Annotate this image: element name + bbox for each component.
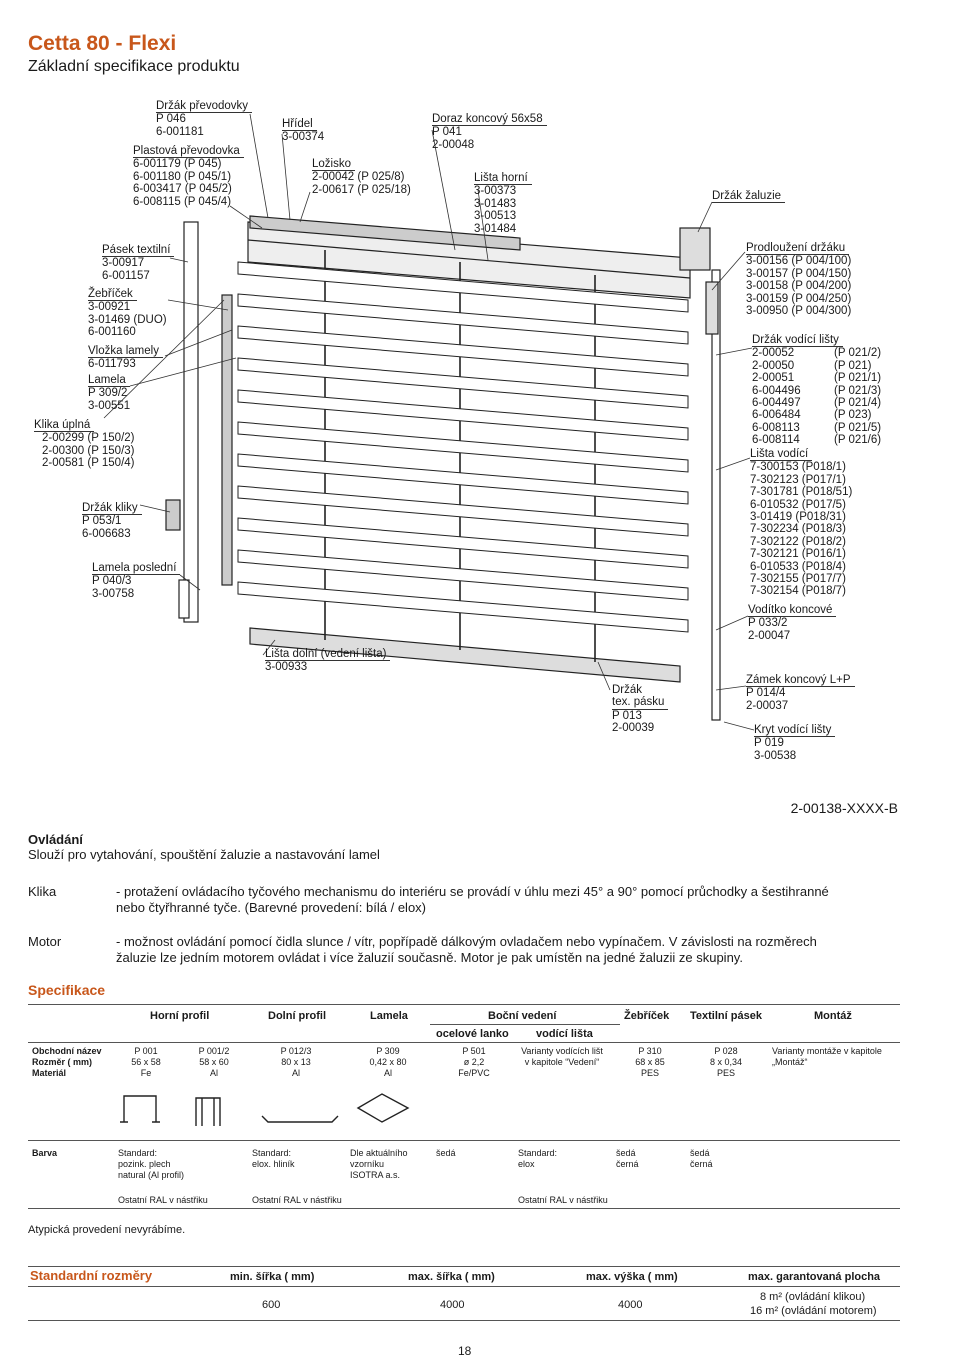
profile-sketches bbox=[120, 1093, 410, 1126]
label-guide-cover: Kryt vodící lišty P 019 3-00538 bbox=[754, 724, 836, 762]
blind-diagram bbox=[103, 113, 755, 731]
holder-bracket bbox=[679, 227, 711, 271]
page-subtitle: Základní specifikace produktu bbox=[28, 58, 240, 75]
label-crank: Klika úplná 2-00299 (P 150/2) 2-00300 (P… bbox=[34, 419, 135, 470]
rozmery-max-width-value: 4000 bbox=[440, 1299, 465, 1311]
crank-rod bbox=[221, 294, 233, 586]
bottom-rail bbox=[249, 627, 681, 683]
header-lamela: Lamela bbox=[370, 1010, 408, 1022]
rozmery-max-area: max. garantovaná plocha bbox=[748, 1271, 881, 1283]
spec-col-p012: P 012/3 80 x 13 Al bbox=[280, 1046, 312, 1078]
klika-text-2: nebo čtyřhranné tyče. (Barevné provedení… bbox=[116, 900, 427, 915]
label-bottom-rail: Lišta dolní (vedení lišta) 3-00933 bbox=[265, 648, 391, 674]
header-zebricek: Žebříček bbox=[624, 1010, 670, 1022]
profile-p012-sketch bbox=[261, 1115, 339, 1123]
ovladani-subtitle: Slouží pro vytahování, spouštění žaluzie… bbox=[28, 847, 380, 862]
label-head-rail: Lišta horní 3-00373 3-01483 3-00513 3-01… bbox=[474, 172, 532, 235]
label-bearing: Ložisko 2-00042 (P 025/8) 2-00617 (P 025… bbox=[312, 158, 411, 196]
label-guide-holder: Držák vodící lišty 2-00052 2-00050 2-000… bbox=[752, 334, 882, 447]
ovladani-title: Ovládání bbox=[28, 832, 83, 847]
ral-horni: Ostatní RAL v nástřiku bbox=[118, 1195, 208, 1205]
motor-label: Motor bbox=[28, 934, 62, 949]
subheader-ocelove-lanko: ocelové lanko bbox=[436, 1028, 509, 1040]
label-tape-holder: Držák tex. pásku P 013 2-00039 bbox=[612, 684, 669, 735]
spec-col-p028: P 028 8 x 0,34 PES bbox=[709, 1046, 743, 1078]
page-title: Cetta 80 - Flexi bbox=[28, 32, 177, 55]
subheader-vodici-lista: vodící lišta bbox=[536, 1028, 593, 1040]
rozmery-area-crank: 8 m² (ovládání klikou) bbox=[760, 1291, 866, 1303]
rozmery-max-width: max. šířka ( mm) bbox=[408, 1271, 495, 1283]
product-code: 2-00138-XXXX-B bbox=[790, 800, 898, 816]
header-textilni-pasek: Textilní pásek bbox=[690, 1010, 762, 1022]
rozmery-min-width: min. šířka ( mm) bbox=[230, 1271, 315, 1283]
rozmery-max-height-value: 4000 bbox=[618, 1299, 643, 1311]
klika-text-1: - protažení ovládacího tyčového mechanis… bbox=[116, 884, 829, 899]
motor-text-1: - možnost ovládání pomocí čidla slunce /… bbox=[116, 934, 817, 949]
ral-dolni: Ostatní RAL v nástřiku bbox=[252, 1195, 342, 1205]
label-gear-holder: Držák převodovky P 046 6-001181 bbox=[156, 100, 253, 138]
shaft bbox=[249, 215, 521, 251]
barva-horni: Standard: pozink. plech natural (Al prof… bbox=[118, 1148, 185, 1180]
motor-text-2: žaluzie lze jedním motorem ovládat i víc… bbox=[116, 950, 743, 965]
slats bbox=[237, 261, 689, 633]
right-guide-rail bbox=[711, 269, 721, 721]
page-number: 18 bbox=[458, 1344, 472, 1358]
spec-col-p001-2: P 001/2 58 x 60 Al bbox=[198, 1046, 230, 1078]
barva-dolni: Standard: elox. hliník bbox=[252, 1148, 295, 1169]
slat-p309-sketch bbox=[356, 1093, 410, 1123]
barva-lanko: šedá bbox=[436, 1148, 456, 1158]
label-shaft: Hřídel 3-00374 bbox=[282, 118, 325, 144]
spec-col-p309: P 309 0,42 x 80 Al bbox=[369, 1046, 407, 1078]
spec-row-labels: Obchodní název Rozměr ( mm) Materiál bbox=[32, 1046, 102, 1078]
specifikace-title: Specifikace bbox=[28, 982, 106, 998]
label-end-guide: Vodítko koncové P 033/2 2-00047 bbox=[748, 604, 837, 642]
rozmery-min-width-value: 600 bbox=[262, 1299, 281, 1311]
spec-col-p001: P 001 56 x 58 Fe bbox=[131, 1046, 161, 1078]
label-slat: Lamela P 309/2 3-00551 bbox=[88, 374, 131, 412]
profile-p001-2-sketch bbox=[195, 1097, 221, 1126]
label-textile-tape: Pásek textilní 3-00917 6-001157 bbox=[102, 244, 175, 282]
barva-zebricek: šedá černá bbox=[616, 1148, 639, 1169]
barva-pasek: šedá černá bbox=[690, 1148, 713, 1169]
left-guide-rail bbox=[183, 221, 199, 623]
label-holder-extension: Prodloužení držáku 3-00156 (P 004/100) 3… bbox=[746, 242, 852, 318]
barva-label: Barva bbox=[32, 1148, 58, 1158]
klika-label: Klika bbox=[28, 884, 57, 899]
label-guide-rail: Lišta vodící 7-300153 (P018/1) 7-302123 … bbox=[750, 448, 853, 598]
spec-col-p310: P 310 68 x 85 PES bbox=[635, 1046, 665, 1078]
label-last-slat: Lamela poslední P 040/3 3-00758 bbox=[92, 562, 181, 600]
label-plastic-gearbox: Plastová převodovka 6-001179 (P 045) 6-0… bbox=[133, 145, 244, 208]
label-end-lock: Zámek koncový L+P P 014/4 2-00037 bbox=[746, 674, 855, 712]
label-blind-holder: Držák žaluzie bbox=[712, 190, 786, 204]
header-bocni-vedeni: Boční vedení bbox=[488, 1010, 557, 1022]
header-montaz: Montáž bbox=[814, 1010, 852, 1022]
spec-col-vodici: Varianty vodících lišt v kapitole “Veden… bbox=[521, 1046, 603, 1067]
crank-holder bbox=[165, 499, 181, 531]
spec-col-montaz: Varianty montáže v kapitole „Montáž“ bbox=[772, 1046, 882, 1067]
rozmery-max-height: max. výška ( mm) bbox=[586, 1271, 678, 1283]
header-dolni-profil: Dolní profil bbox=[268, 1010, 327, 1022]
profile-p001-sketch bbox=[120, 1095, 160, 1123]
header-horni-profil: Horní profil bbox=[150, 1010, 210, 1022]
label-end-stop: Doraz koncový 56x58 P 041 2-00048 bbox=[432, 113, 547, 151]
ral-vodici: Ostatní RAL v nástřiku bbox=[518, 1195, 608, 1205]
rozmery-title: Standardní rozměry bbox=[30, 1268, 153, 1283]
label-crank-holder: Držák kliky P 053/1 6-006683 bbox=[82, 502, 142, 540]
atypical-note: Atypická provedení nevyrábíme. bbox=[28, 1224, 186, 1236]
rozmery-area-motor: 16 m² (ovládání motorem) bbox=[750, 1305, 877, 1317]
barva-lamela: Dle aktuálního vzorníku ISOTRA a.s. bbox=[350, 1148, 408, 1180]
head-rail bbox=[247, 221, 691, 299]
label-ladder: Žebříček 3-00921 3-01469 (DUO) 6-001160 bbox=[88, 288, 167, 339]
barva-vodici: Standard: elox bbox=[518, 1148, 558, 1169]
label-slat-insert: Vložka lamely 6-011793 bbox=[88, 345, 163, 371]
spec-col-p501: P 501 ø 2,2 Fe/PVC bbox=[458, 1046, 490, 1078]
